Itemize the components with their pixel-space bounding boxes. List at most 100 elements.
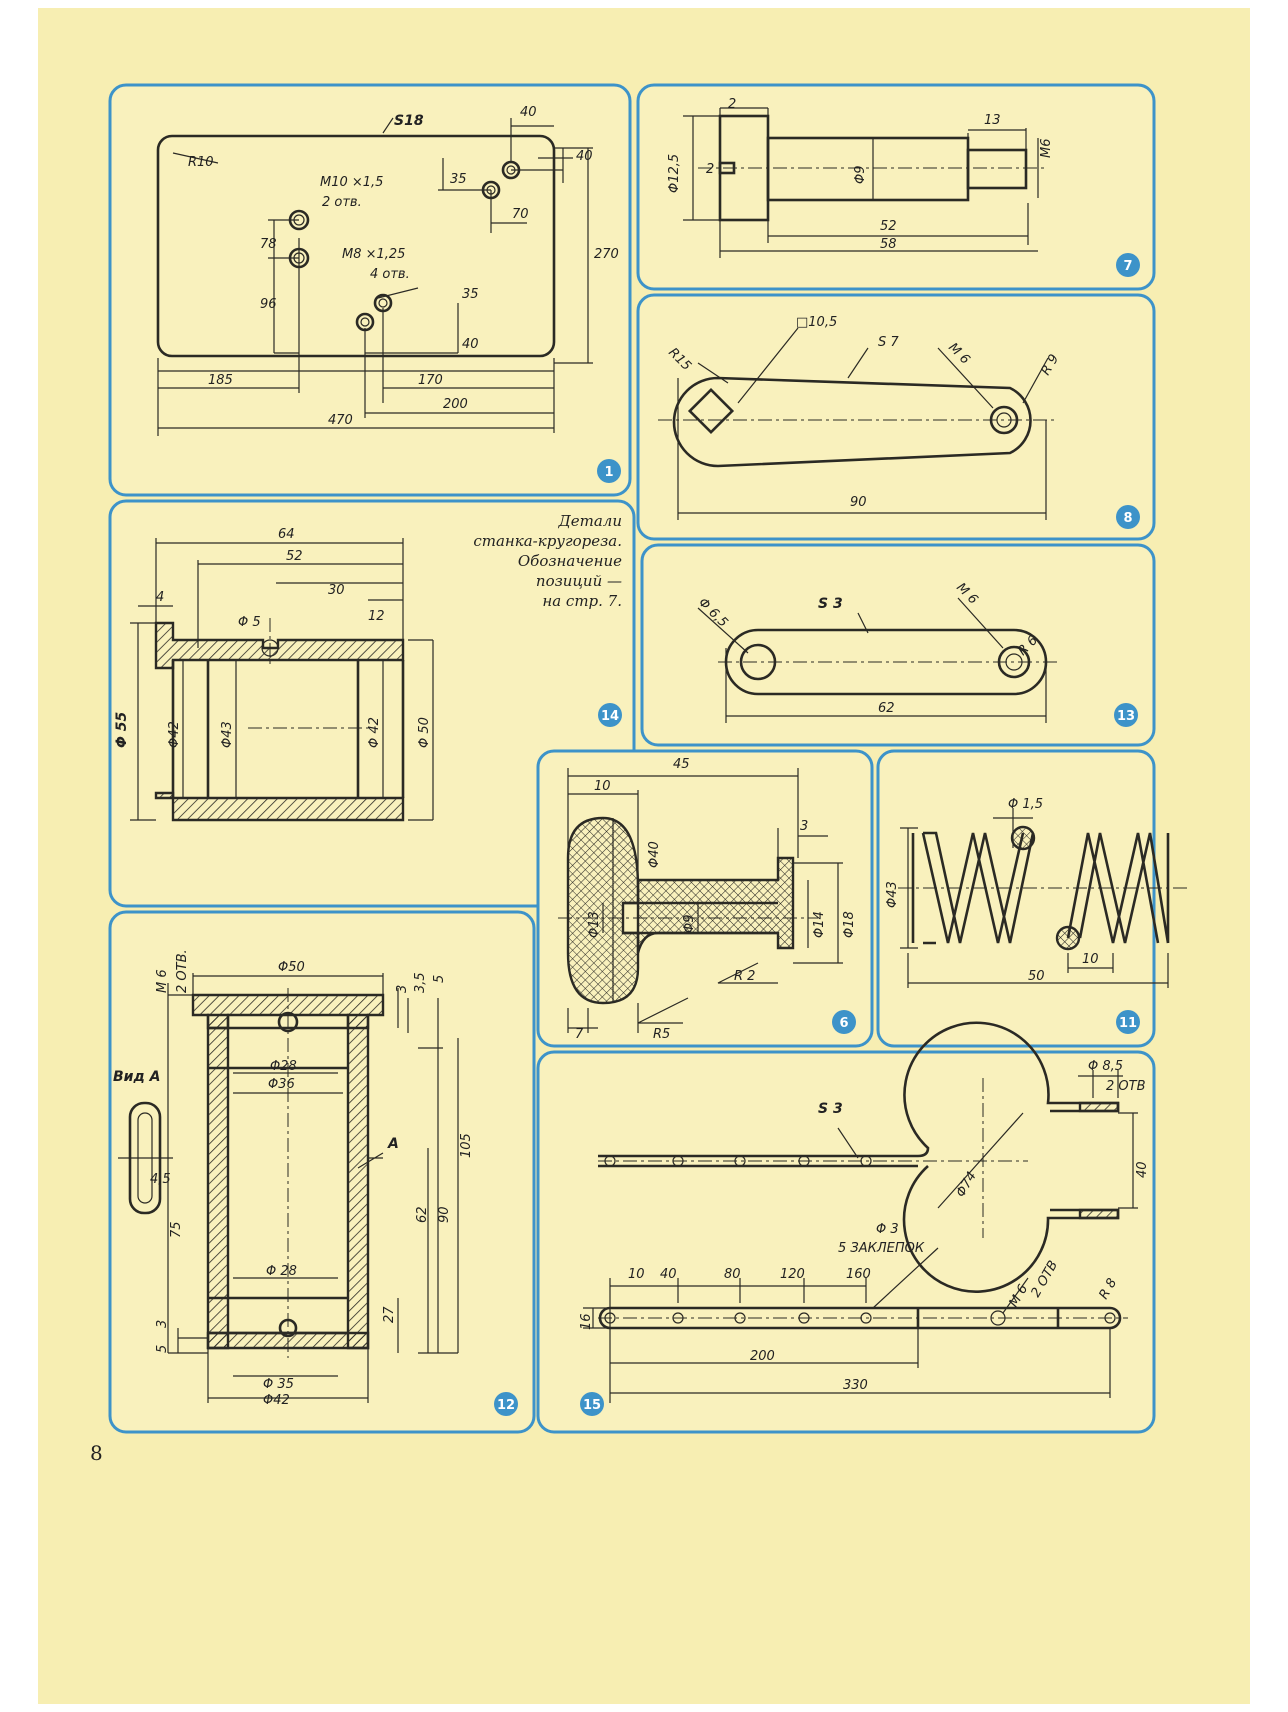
- part-1-drawing: S18 R10 M10 ×1,5 2 отв. M8 ×1,25 4 отв. …: [156, 105, 619, 436]
- p15-tick-80: 80: [724, 1267, 741, 1282]
- p6-dim-13: Φ13: [587, 911, 602, 938]
- p1-dim-40a: 40: [520, 105, 537, 120]
- caption: Детали станка-кругореза. Обозначение поз…: [473, 512, 622, 610]
- panel-part-12: [108, 910, 536, 1434]
- caption-line-5: на стр. 7.: [542, 592, 622, 610]
- caption-line-1: Детали: [558, 512, 622, 530]
- p11-dim-43: Φ43: [885, 881, 900, 908]
- panel-part-8: [636, 293, 1156, 541]
- p1-m8: M8 ×1,25: [342, 247, 405, 262]
- p12-thread: M 6: [155, 969, 170, 993]
- p1-dim-200: 200: [443, 397, 468, 412]
- p15-tick-160: 160: [846, 1267, 871, 1282]
- drawing-sheet: S18 R10 M10 ×1,5 2 отв. M8 ×1,25 4 отв. …: [38, 8, 1250, 1704]
- p12-dim-5: 5: [432, 975, 447, 983]
- technical-drawings: S18 R10 M10 ×1,5 2 отв. M8 ×1,25 4 отв. …: [90, 83, 1188, 1465]
- p12-dim-50: Φ50: [278, 960, 305, 975]
- p12-dim-28a: Φ28: [270, 1059, 297, 1074]
- p15-tick-120: 120: [780, 1267, 805, 1282]
- p1-m10: M10 ×1,5: [320, 175, 383, 190]
- p6-dim-14: Φ14: [812, 911, 827, 938]
- p1-m10-holes: 2 отв.: [322, 195, 362, 210]
- p14-dim-50: Φ 50: [417, 717, 432, 748]
- part-7-drawing: 2 2 13 Φ12,5 Φ9 M6 52 58: [667, 97, 1054, 258]
- p12-dim-105: 105: [459, 1133, 474, 1158]
- p6-dim-7: 7: [575, 1027, 584, 1042]
- panel-part-1: [108, 83, 632, 497]
- badge-8: 8: [1116, 505, 1140, 529]
- p8-thickness: S 7: [878, 335, 899, 350]
- p12-dim-90: 90: [437, 1206, 452, 1223]
- svg-text:6: 6: [839, 1016, 848, 1031]
- svg-text:14: 14: [601, 709, 619, 724]
- p15-rivets: 5 ЗАКЛЕПОК: [838, 1241, 925, 1256]
- p15-dim-200: 200: [750, 1349, 775, 1364]
- p7-dim-2a: 2: [728, 97, 736, 112]
- part-6-drawing: 45 10 3 Φ40 Φ13 Φ9 Φ14 Φ18 R 2 7 R5: [558, 757, 857, 1042]
- svg-text:8: 8: [1123, 511, 1132, 526]
- p15-dim-330: 330: [843, 1378, 868, 1393]
- p6-dim-10: 10: [594, 779, 611, 794]
- p13-dim-62: 62: [878, 701, 895, 716]
- svg-text:1: 1: [604, 465, 613, 480]
- p7-dim-dia: Φ12,5: [667, 154, 682, 193]
- p14-dim-42b: Φ 42: [367, 717, 382, 748]
- p1-m8-holes: 4 отв.: [370, 267, 410, 282]
- p15-hole-dia: Φ 8,5: [1088, 1059, 1123, 1074]
- p1-dim-170: 170: [418, 373, 443, 388]
- p12-view-arrow-label: А: [387, 1136, 399, 1152]
- p6-dim-3: 3: [800, 819, 808, 834]
- p1-dim-40c: 40: [462, 337, 479, 352]
- p12-dim-5b: 5: [155, 1345, 170, 1353]
- p7-dim-13: 13: [984, 113, 1001, 128]
- p14-dim-12: 12: [368, 609, 385, 624]
- p1-dim-78: 78: [260, 237, 277, 252]
- p1-dim-185: 185: [208, 373, 233, 388]
- p7-dim-2b: 2: [706, 162, 714, 177]
- p12-dim-28b: Φ 28: [266, 1264, 297, 1279]
- p6-dim-18: Φ18: [842, 911, 857, 938]
- panel-part-15: [536, 1050, 1156, 1434]
- p12-dim-62: 62: [415, 1206, 430, 1223]
- p12-view-a: Вид А: [113, 1069, 161, 1085]
- p14-dim-30: 30: [328, 583, 345, 598]
- p7-thread: M6: [1039, 139, 1054, 159]
- p1-dim-35b: 35: [462, 287, 479, 302]
- p7-dim-58: 58: [880, 237, 897, 252]
- part-12-drawing: M 6 2 ОТВ. Φ50 3 3,5 5 Φ28 Φ36 Вид А А 4…: [113, 949, 474, 1408]
- p6-dim-40: Φ40: [647, 841, 662, 868]
- p1-dim-70: 70: [512, 207, 529, 222]
- p1-thickness: S18: [394, 113, 424, 129]
- p1-radius: R10: [188, 155, 214, 170]
- badge-15: 15: [580, 1392, 604, 1416]
- badge-6: 6: [832, 1010, 856, 1034]
- badge-11: 11: [1116, 1010, 1140, 1034]
- p14-dim-43: Φ43: [220, 721, 235, 748]
- p12-dim-36: Φ36: [268, 1077, 295, 1092]
- p1-dim-40b: 40: [576, 149, 593, 164]
- p1-dim-470: 470: [328, 413, 353, 428]
- svg-text:7: 7: [1123, 259, 1132, 274]
- p14-dim-55: Φ 55: [114, 711, 130, 748]
- p12-dim-4-5: 4,5: [150, 1172, 171, 1187]
- p15-dim-40: 40: [1135, 1161, 1150, 1178]
- caption-line-4: позиций —: [536, 572, 622, 590]
- svg-text:13: 13: [1117, 709, 1135, 724]
- p14-hole-dia: Φ 5: [238, 615, 261, 630]
- panel-part-13: [640, 543, 1156, 747]
- p12-thread-holes: 2 ОТВ.: [175, 949, 190, 993]
- part-11-drawing: Φ 1,5 Φ43 10 50: [885, 797, 1188, 988]
- p1-dim-270: 270: [594, 247, 619, 262]
- badge-12: 12: [494, 1392, 518, 1416]
- p15-tick-10: 10: [628, 1267, 645, 1282]
- p15-dim-16: 16: [579, 1313, 594, 1330]
- p12-dim-35: Φ 35: [263, 1377, 294, 1392]
- p8-dim-90: 90: [850, 495, 867, 510]
- caption-line-3: Обозначение: [518, 552, 622, 570]
- svg-text:15: 15: [583, 1398, 601, 1413]
- p14-dim-64: 64: [278, 527, 295, 542]
- p11-dim-10: 10: [1082, 952, 1099, 967]
- p6-dim-45: 45: [673, 757, 690, 772]
- p12-dim-27: 27: [382, 1306, 397, 1323]
- part-14-drawing: 64 52 4 30 Φ 5 12 Φ 55 Φ42 Φ43 Φ 42 Φ 50: [114, 527, 434, 822]
